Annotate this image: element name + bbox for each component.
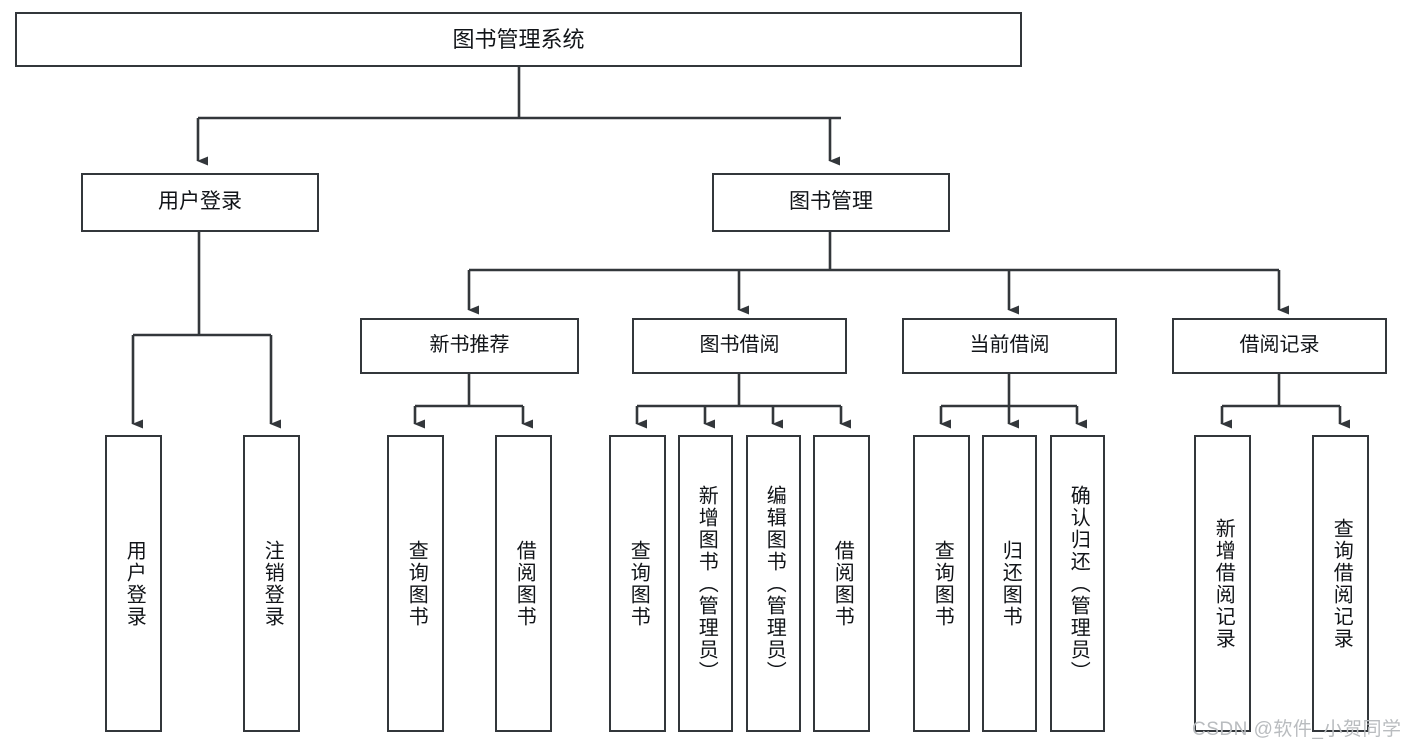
leaf-add-book-admin-label: 新增图书（管理员） bbox=[695, 484, 718, 683]
leaf-add-book-admin[interactable]: 新增图书（管理员） bbox=[678, 435, 733, 732]
leaf-add-borrow-record-label: 新增借阅记录 bbox=[1212, 517, 1235, 650]
leaf-return-book-label: 归还图书 bbox=[999, 539, 1022, 628]
node-current-borrow[interactable]: 当前借阅 bbox=[902, 318, 1117, 374]
node-new-book-recommend[interactable]: 新书推荐 bbox=[360, 318, 579, 374]
leaf-borrow-book-recommend-label: 借阅图书 bbox=[513, 539, 536, 628]
leaf-query-book-current[interactable]: 查询图书 bbox=[913, 435, 970, 732]
leaf-borrow-book-recommend[interactable]: 借阅图书 bbox=[495, 435, 552, 732]
node-current-borrow-label: 当前借阅 bbox=[969, 334, 1050, 357]
leaf-borrow-book-label: 借阅图书 bbox=[831, 539, 854, 628]
node-book-borrow-label: 图书借阅 bbox=[699, 334, 780, 357]
node-borrow-record[interactable]: 借阅记录 bbox=[1172, 318, 1387, 374]
leaf-query-book-recommend-label: 查询图书 bbox=[405, 539, 428, 628]
node-book-management[interactable]: 图书管理 bbox=[712, 173, 950, 232]
node-root-label: 图书管理系统 bbox=[452, 26, 585, 52]
node-new-book-recommend-label: 新书推荐 bbox=[429, 334, 510, 357]
node-book-borrow[interactable]: 图书借阅 bbox=[632, 318, 847, 374]
leaf-return-book[interactable]: 归还图书 bbox=[982, 435, 1037, 732]
node-user-login-label: 用户登录 bbox=[158, 190, 242, 214]
leaf-query-book-recommend[interactable]: 查询图书 bbox=[387, 435, 444, 732]
node-user-login[interactable]: 用户登录 bbox=[81, 173, 319, 232]
leaf-logout[interactable]: 注销登录 bbox=[243, 435, 300, 732]
leaf-query-borrow-record-label: 查询借阅记录 bbox=[1330, 517, 1353, 650]
leaf-confirm-return-admin[interactable]: 确认归还（管理员） bbox=[1050, 435, 1105, 732]
leaf-edit-book-admin[interactable]: 编辑图书（管理员） bbox=[746, 435, 801, 732]
leaf-query-book-borrow[interactable]: 查询图书 bbox=[609, 435, 666, 732]
leaf-add-borrow-record[interactable]: 新增借阅记录 bbox=[1194, 435, 1251, 732]
leaf-query-book-borrow-label: 查询图书 bbox=[627, 539, 650, 628]
csdn-watermark: CSDN @软件_小贺同学 bbox=[1192, 719, 1402, 740]
node-root-system[interactable]: 图书管理系统 bbox=[15, 12, 1022, 67]
leaf-borrow-book[interactable]: 借阅图书 bbox=[813, 435, 870, 732]
leaf-logout-label: 注销登录 bbox=[261, 539, 284, 628]
leaf-query-book-current-label: 查询图书 bbox=[931, 539, 954, 628]
leaf-query-borrow-record[interactable]: 查询借阅记录 bbox=[1312, 435, 1369, 732]
leaf-confirm-return-admin-label: 确认归还（管理员） bbox=[1067, 484, 1090, 683]
node-borrow-record-label: 借阅记录 bbox=[1239, 334, 1320, 357]
leaf-user-login[interactable]: 用户登录 bbox=[105, 435, 162, 732]
leaf-user-login-label: 用户登录 bbox=[123, 539, 146, 628]
node-book-management-label: 图书管理 bbox=[789, 190, 873, 214]
leaf-edit-book-admin-label: 编辑图书（管理员） bbox=[763, 484, 786, 683]
